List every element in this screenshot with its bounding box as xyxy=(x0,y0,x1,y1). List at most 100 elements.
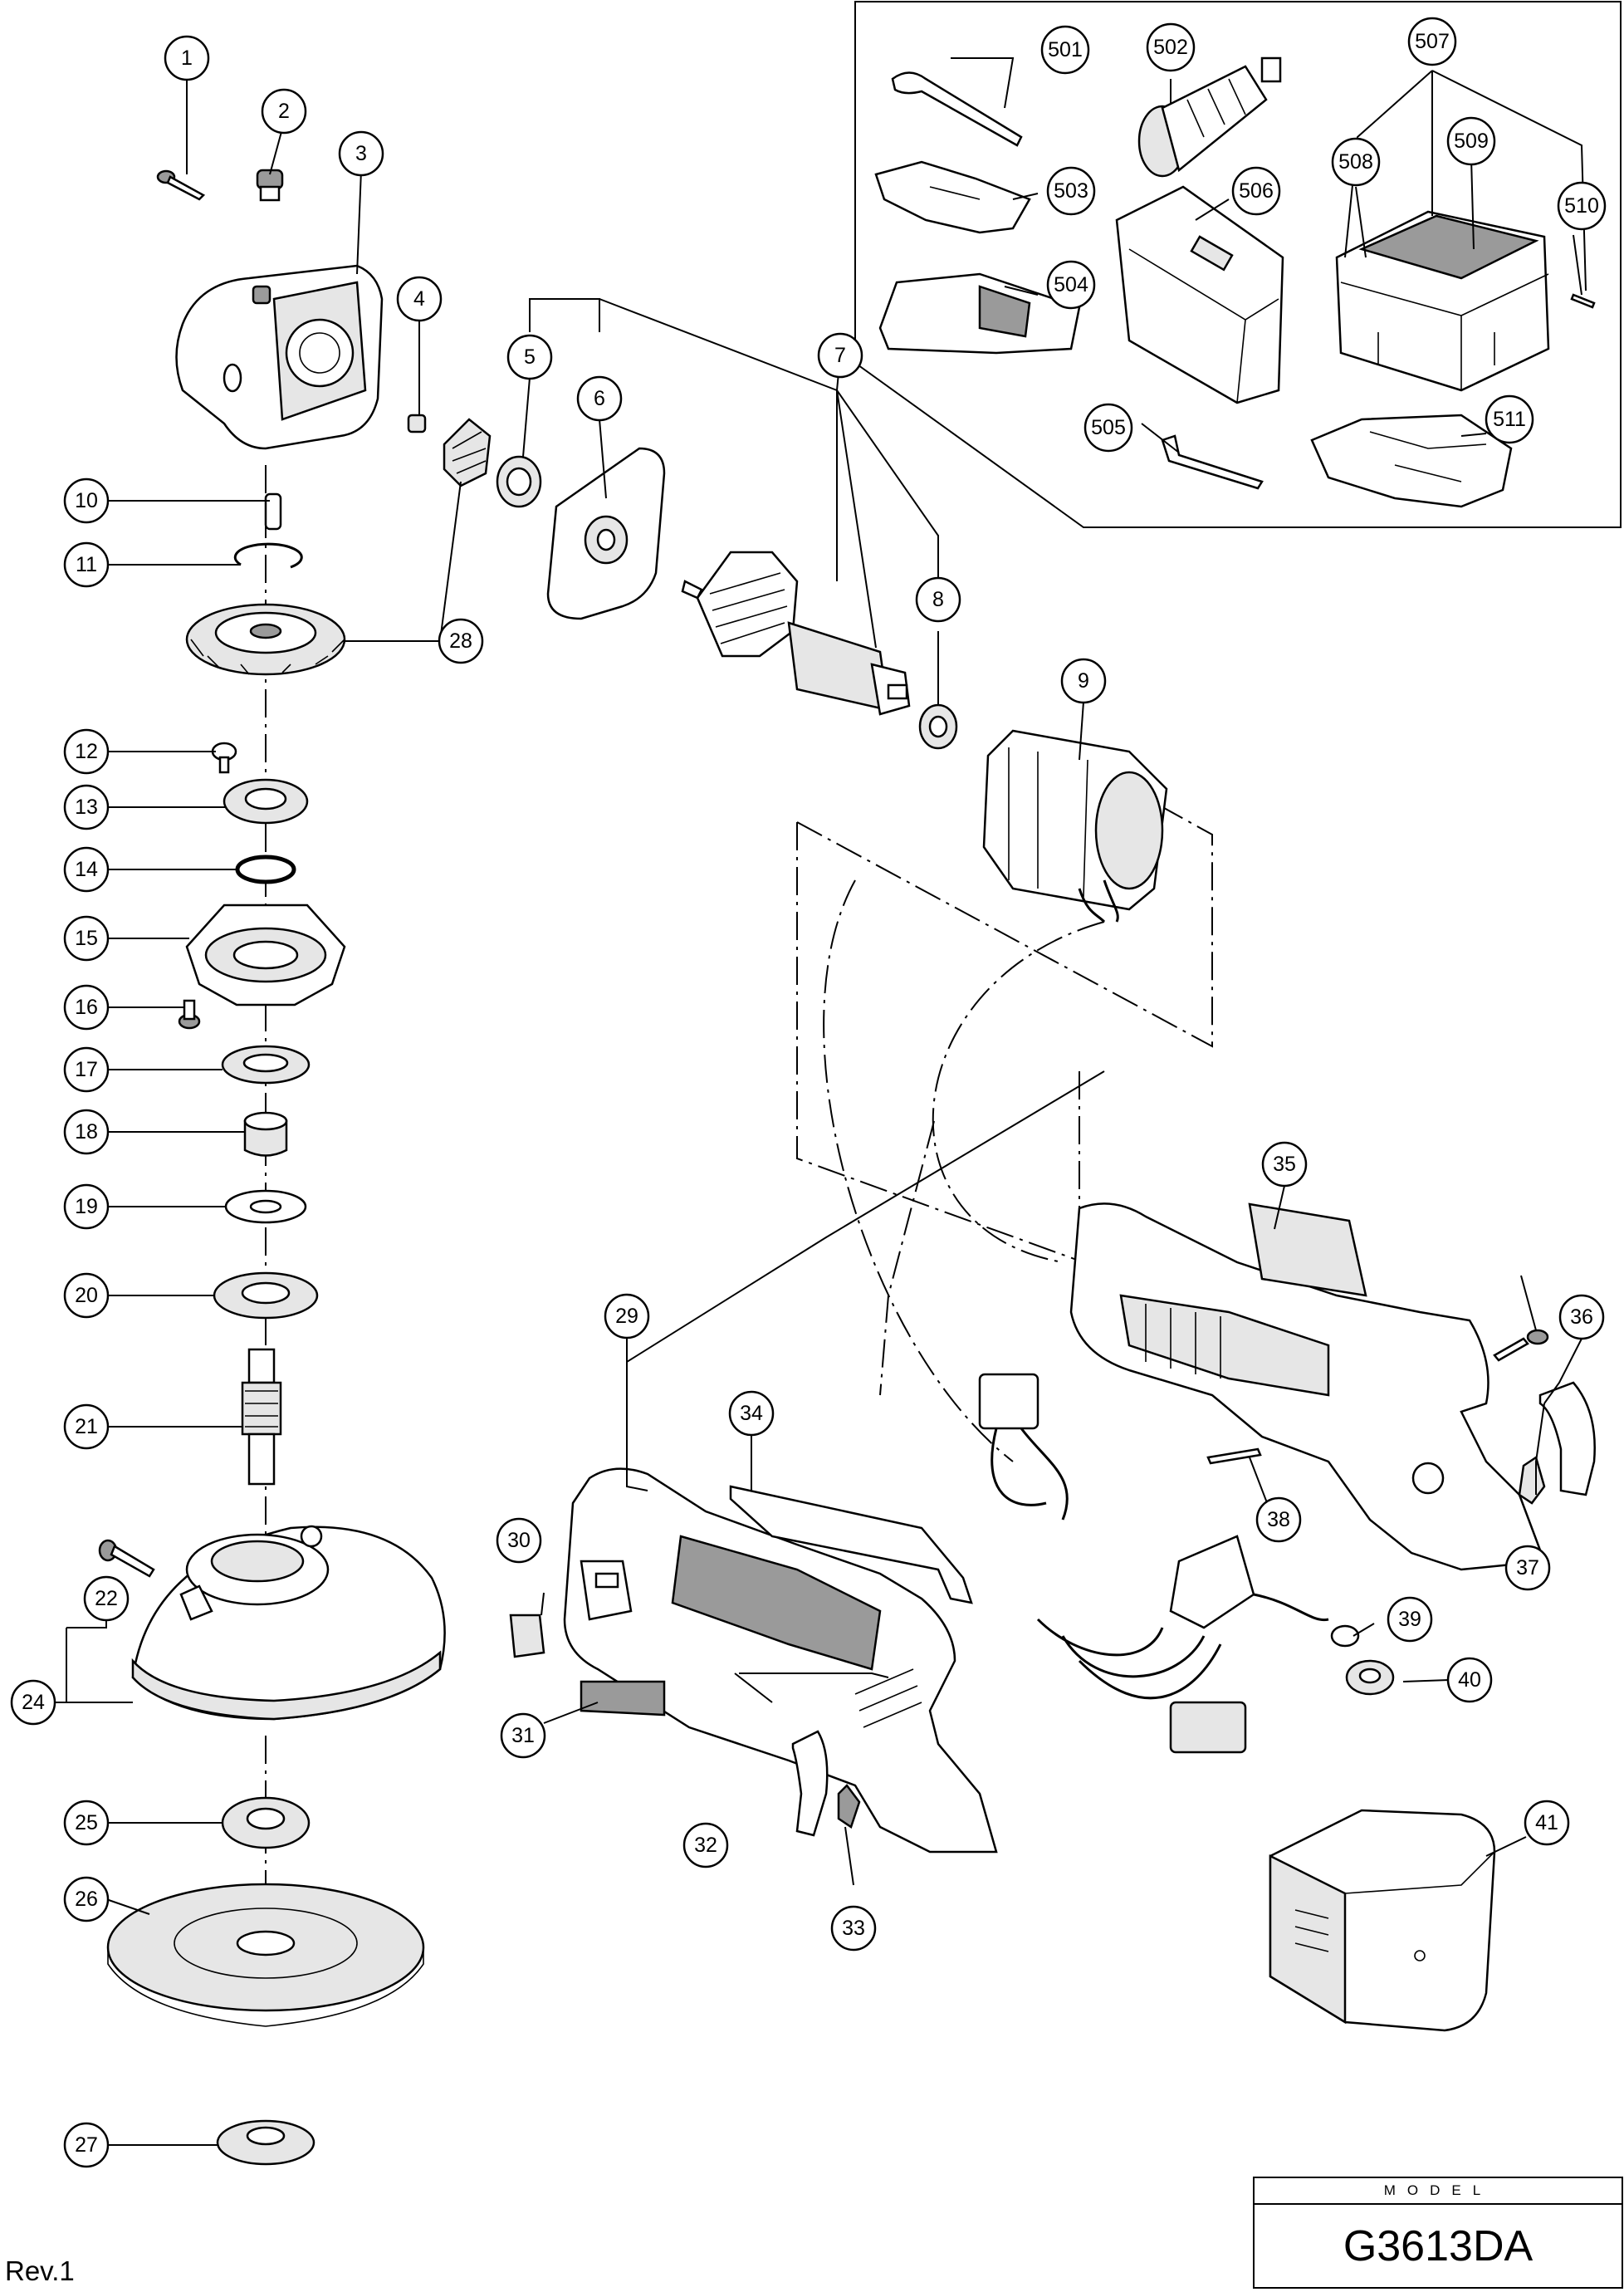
callout-35: 35 xyxy=(1261,1141,1308,1188)
callout-501: 501 xyxy=(1040,25,1090,75)
ring-40 xyxy=(1345,1659,1395,1696)
svg-text:36: 36 xyxy=(1570,1305,1593,1329)
callout-19: 19 xyxy=(63,1183,110,1230)
grinding-wheel xyxy=(106,1883,425,2027)
terminal-39 xyxy=(1330,1624,1360,1648)
callout-13: 13 xyxy=(63,784,110,830)
callout-2: 2 xyxy=(261,88,307,135)
switch-assembly xyxy=(978,1373,1329,1754)
armature xyxy=(681,551,911,716)
svg-text:16: 16 xyxy=(75,996,98,1019)
svg-text:38: 38 xyxy=(1267,1508,1290,1531)
badge-37 xyxy=(1518,1456,1546,1505)
svg-text:13: 13 xyxy=(75,796,98,819)
callout-17: 17 xyxy=(63,1046,110,1093)
callout-11: 11 xyxy=(63,541,110,588)
felt-packing-17 xyxy=(221,1045,311,1085)
washer-19 xyxy=(224,1189,307,1224)
leader-lines xyxy=(33,57,1587,2146)
holder-503 xyxy=(874,160,1031,234)
svg-text:40: 40 xyxy=(1458,1668,1481,1692)
svg-text:509: 509 xyxy=(1454,130,1489,153)
svg-text:501: 501 xyxy=(1048,38,1083,61)
svg-text:5: 5 xyxy=(524,345,536,369)
svg-text:14: 14 xyxy=(75,858,98,881)
callout-34: 34 xyxy=(728,1390,775,1437)
ball-bearing-8 xyxy=(918,703,958,750)
badge-33 xyxy=(837,1784,861,1829)
model-name: G3613DA xyxy=(1343,2222,1534,2270)
callout-29: 29 xyxy=(604,1293,650,1339)
svg-text:24: 24 xyxy=(22,1691,45,1714)
svg-text:26: 26 xyxy=(75,1888,98,1911)
cover-36 xyxy=(1538,1381,1596,1496)
callout-16: 16 xyxy=(63,984,110,1031)
svg-text:7: 7 xyxy=(834,344,846,367)
insert-511 xyxy=(1310,414,1513,508)
callout-15: 15 xyxy=(63,915,110,962)
callout-38: 38 xyxy=(1255,1496,1302,1543)
svg-text:506: 506 xyxy=(1239,179,1274,203)
side-handle-502 xyxy=(1137,56,1282,178)
bracket-34 xyxy=(729,1485,973,1604)
ball-bearing-13 xyxy=(223,778,309,825)
assembly-dashline xyxy=(823,879,1014,1462)
callout-510: 510 xyxy=(1557,181,1607,231)
callout-12: 12 xyxy=(63,728,110,775)
callout-9: 9 xyxy=(1060,658,1107,704)
callout-24: 24 xyxy=(10,1679,56,1726)
housing-left xyxy=(563,1467,998,1854)
svg-text:10: 10 xyxy=(75,489,98,512)
svg-text:37: 37 xyxy=(1516,1556,1539,1579)
svg-text:507: 507 xyxy=(1415,30,1450,53)
retaining-ring-11 xyxy=(233,542,303,569)
housing-right xyxy=(1069,1202,1546,1571)
wheel-nut-27 xyxy=(216,2119,316,2166)
callout-36: 36 xyxy=(1558,1294,1605,1340)
plug-2 xyxy=(256,169,284,202)
svg-text:11: 11 xyxy=(76,553,97,576)
cover-32 xyxy=(791,1730,829,1837)
svg-text:9: 9 xyxy=(1078,669,1089,693)
svg-text:18: 18 xyxy=(75,1120,98,1144)
callout-14: 14 xyxy=(63,846,110,893)
svg-text:2: 2 xyxy=(278,100,290,123)
case-506 xyxy=(1115,185,1284,404)
callout-505: 505 xyxy=(1083,403,1133,453)
wheel-guard xyxy=(131,1525,446,1721)
spring-pin-10 xyxy=(264,492,282,531)
callout-503: 503 xyxy=(1046,166,1096,216)
svg-text:35: 35 xyxy=(1273,1153,1296,1176)
gear-housing xyxy=(175,264,384,450)
svg-text:39: 39 xyxy=(1398,1608,1421,1631)
callout-504: 504 xyxy=(1046,260,1096,310)
model-label: MODEL xyxy=(1255,2178,1622,2205)
screw-1b xyxy=(1493,1329,1549,1362)
svg-text:508: 508 xyxy=(1338,150,1373,174)
svg-text:510: 510 xyxy=(1564,194,1599,218)
svg-text:28: 28 xyxy=(449,629,472,653)
svg-text:504: 504 xyxy=(1054,273,1088,296)
label-30 xyxy=(509,1614,545,1658)
pin-38 xyxy=(1206,1447,1262,1465)
callout-3: 3 xyxy=(338,130,384,177)
label-31 xyxy=(580,1680,666,1717)
callout-10: 10 xyxy=(63,478,110,524)
screw-12 xyxy=(211,742,237,774)
screw-1 xyxy=(156,169,206,201)
charger-504 xyxy=(878,272,1081,355)
callout-20: 20 xyxy=(63,1272,110,1319)
pin-510 xyxy=(1570,293,1596,309)
callout-1: 1 xyxy=(164,35,210,81)
callout-33: 33 xyxy=(830,1905,877,1952)
callout-40: 40 xyxy=(1446,1657,1493,1703)
svg-text:29: 29 xyxy=(615,1305,638,1328)
collar-18 xyxy=(243,1111,288,1157)
bearing-holder-plate xyxy=(546,447,666,620)
bevel-gear xyxy=(185,603,346,676)
packing-gland xyxy=(185,904,346,1006)
screw-16 xyxy=(178,999,201,1030)
ball-bearing-5 xyxy=(496,455,542,508)
wheel-washer-25 xyxy=(221,1796,311,1849)
callout-31: 31 xyxy=(500,1712,546,1759)
